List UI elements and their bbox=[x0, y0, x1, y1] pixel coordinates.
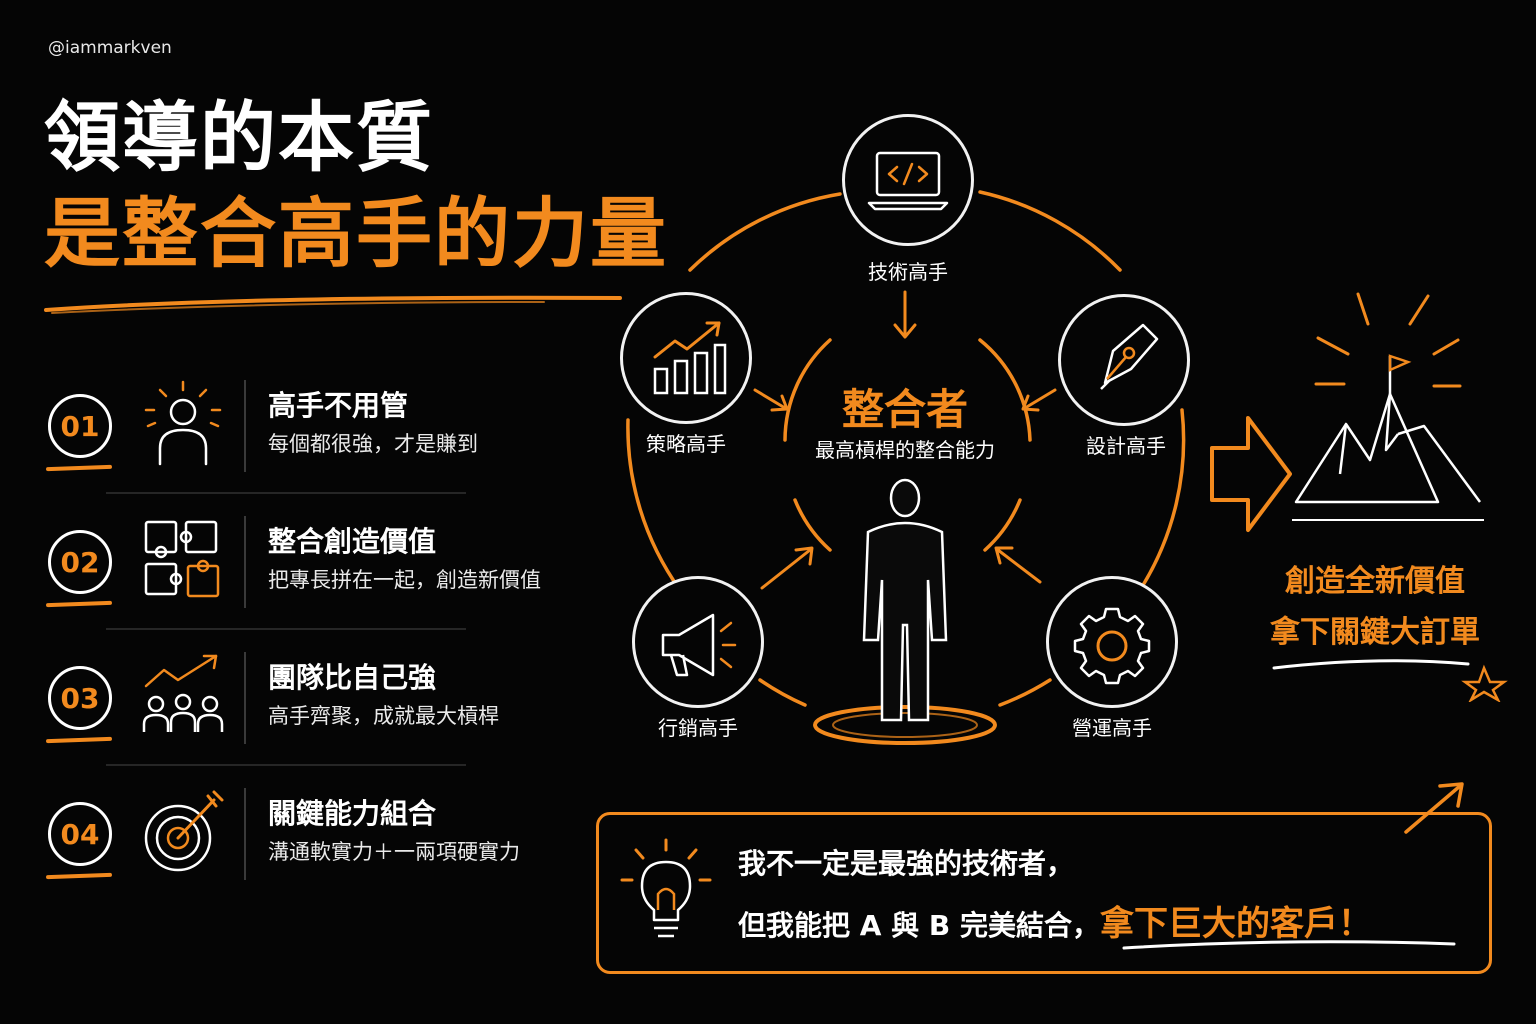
integrator-subtitle: 最高槓桿的整合能力 bbox=[815, 438, 995, 462]
point-3: 03 團隊比自己強 高手齊聚，成就最大槓桿 bbox=[45, 652, 606, 772]
puzzle-icon bbox=[144, 520, 220, 598]
point-1: 01 高手不用管 每個都很強，才是賺到 bbox=[45, 380, 606, 500]
integration-cycle-diagram bbox=[626, 190, 1186, 745]
person-icon bbox=[144, 380, 222, 466]
point-2-number: 02 bbox=[48, 530, 112, 594]
point-1-title: 高手不用管 bbox=[268, 389, 409, 422]
growth-chart-icon bbox=[653, 321, 727, 395]
point-3-divider bbox=[244, 652, 246, 744]
title-underline bbox=[44, 295, 622, 314]
point-2-number-underline bbox=[45, 600, 113, 608]
node-design bbox=[1058, 294, 1190, 426]
quote-arrow-icon bbox=[1404, 782, 1464, 834]
point-2-title: 整合創造價值 bbox=[268, 525, 437, 558]
point-1-number-underline bbox=[45, 464, 113, 472]
point-4-title: 關鍵能力組合 bbox=[268, 797, 437, 830]
node-operations bbox=[1046, 576, 1178, 708]
quote-line-1: 我不一定是最強的技術者， bbox=[738, 847, 1075, 880]
laptop-code-icon bbox=[867, 151, 949, 211]
gear-icon bbox=[1073, 607, 1151, 685]
point-1-number: 01 bbox=[48, 394, 112, 458]
integrator-title: 整合者 bbox=[841, 385, 968, 434]
node-design-label: 設計高手 bbox=[1086, 434, 1166, 458]
author-handle: @iammarkven bbox=[48, 38, 172, 58]
point-3-number-underline bbox=[45, 736, 113, 744]
target-icon bbox=[144, 790, 224, 872]
node-marketing-label: 行銷高手 bbox=[658, 716, 738, 740]
title-line-1: 領導的本質 bbox=[44, 93, 434, 182]
megaphone-icon bbox=[661, 613, 737, 677]
point-4-divider bbox=[244, 788, 246, 880]
quote-line-2: 但我能把 A 與 B 完美結合，拿下巨大的客戶！ bbox=[738, 896, 1372, 945]
node-strategy bbox=[620, 292, 752, 424]
node-strategy-label: 策略高手 bbox=[646, 432, 726, 456]
node-marketing bbox=[632, 576, 764, 708]
point-4-subtitle: 溝通軟實力＋一兩項硬實力 bbox=[268, 840, 520, 864]
point-3-number: 03 bbox=[48, 666, 112, 730]
node-tech bbox=[842, 114, 974, 246]
point-2-subtitle: 把專長拼在一起，創造新價值 bbox=[268, 568, 541, 592]
outcome-line-1: 創造全新價值 bbox=[1285, 564, 1465, 599]
point-2: 02 整合創造價值 把專長拼在一起，創造新價值 bbox=[45, 516, 606, 636]
quote-line-2-prefix: 但我能把 A 與 B 完美結合， bbox=[738, 909, 1101, 942]
point-3-subtitle: 高手齊聚，成就最大槓桿 bbox=[268, 704, 499, 728]
point-4-number: 04 bbox=[48, 802, 112, 866]
point-separator bbox=[106, 764, 466, 766]
outcome-arrow bbox=[1210, 416, 1292, 532]
point-2-divider bbox=[244, 516, 246, 608]
title-line-2: 是整合高手的力量 bbox=[44, 189, 668, 278]
team-growth-icon bbox=[142, 654, 224, 732]
point-1-subtitle: 每個都很強，才是賺到 bbox=[268, 432, 478, 456]
pen-nib-icon bbox=[1100, 323, 1159, 390]
node-tech-label: 技術高手 bbox=[868, 260, 948, 284]
point-3-title: 團隊比自己強 bbox=[268, 661, 437, 694]
point-separator bbox=[106, 492, 466, 494]
mountain-flag-icon bbox=[1292, 292, 1484, 521]
quote-box bbox=[596, 812, 1492, 974]
point-separator bbox=[106, 628, 466, 630]
star-icon bbox=[1461, 664, 1508, 702]
node-operations-label: 營運高手 bbox=[1072, 716, 1152, 740]
point-1-divider bbox=[244, 380, 246, 472]
point-4: 04 關鍵能力組合 溝通軟實力＋一兩項硬實力 bbox=[45, 788, 606, 908]
outcome-underline bbox=[1272, 659, 1508, 702]
integrator-figure bbox=[862, 478, 948, 722]
quote-highlight: 拿下巨大的客戶！ bbox=[1100, 904, 1373, 944]
outcome-line-2: 拿下關鍵大訂單 bbox=[1270, 615, 1480, 650]
point-4-number-underline bbox=[45, 872, 113, 880]
lightbulb-icon bbox=[620, 838, 712, 938]
quote-highlight-underline bbox=[1122, 940, 1456, 950]
